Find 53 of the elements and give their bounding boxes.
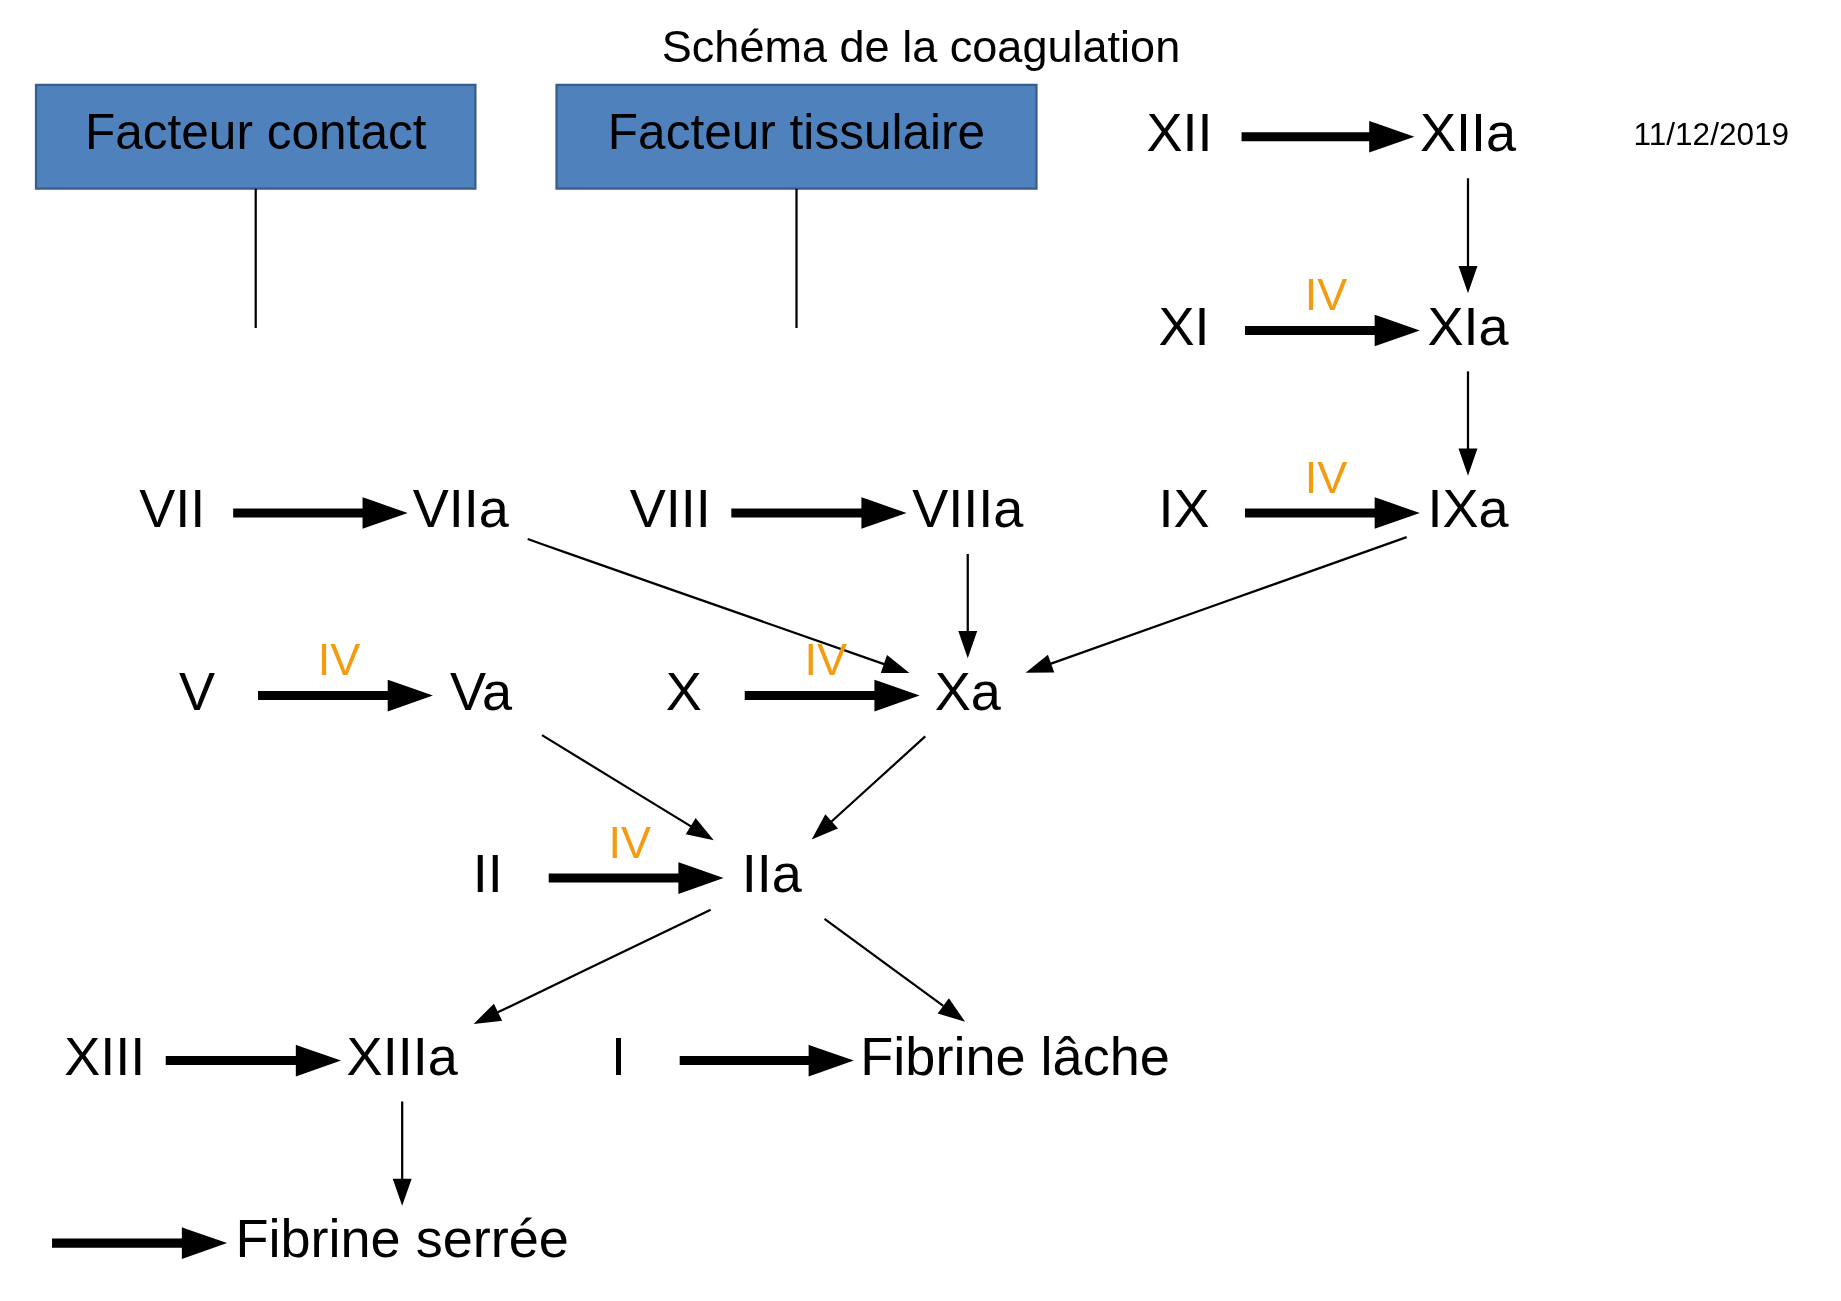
arrow xyxy=(811,735,926,840)
arrow xyxy=(679,1044,854,1077)
node-text: V xyxy=(178,660,215,721)
arrow xyxy=(957,553,977,659)
arrow xyxy=(744,679,920,712)
arrow xyxy=(1458,371,1477,476)
node-text: XIa xyxy=(1426,295,1509,356)
edge-label: IV xyxy=(607,816,651,868)
arrow xyxy=(232,497,408,529)
arrow xyxy=(257,679,433,712)
connector xyxy=(254,188,257,329)
arrow xyxy=(1241,120,1414,153)
arrow xyxy=(540,734,714,841)
node-text: XI xyxy=(1158,295,1210,356)
node-text: IIa xyxy=(741,843,802,904)
node-text: X xyxy=(665,660,702,721)
label: 11/12/2019 xyxy=(1633,116,1789,153)
node-text: Va xyxy=(449,660,512,721)
edge-label: IV xyxy=(804,634,847,686)
node-text: II xyxy=(472,843,503,904)
arrow xyxy=(165,1044,341,1077)
arrow xyxy=(730,497,907,529)
node-box: Facteur tissulaire xyxy=(554,83,1038,190)
arrow xyxy=(1244,497,1420,529)
arrow xyxy=(1244,314,1420,347)
node-text: Fibrine lâche xyxy=(859,1025,1170,1086)
arrow xyxy=(526,538,909,673)
arrow xyxy=(473,908,711,1024)
edge-label: IV xyxy=(317,634,360,686)
edge-label: IV xyxy=(1304,269,1347,321)
arrow xyxy=(51,1227,227,1259)
node-text: IX xyxy=(1158,478,1210,539)
node-text: XIIa xyxy=(1419,101,1516,162)
node-text: IXa xyxy=(1426,478,1509,539)
node-text: VIIa xyxy=(412,478,509,539)
edge-label: IV xyxy=(1304,451,1347,503)
arrow xyxy=(1025,536,1407,673)
node-text: XIIIa xyxy=(346,1025,458,1086)
node-text: XII xyxy=(1146,101,1213,162)
node-text: XIII xyxy=(63,1025,145,1086)
node-text: Xa xyxy=(934,660,1001,721)
node-text: VIII xyxy=(629,478,711,539)
arrow xyxy=(1458,178,1477,294)
node-text: VIIIa xyxy=(911,478,1023,539)
node-text: Fibrine serrée xyxy=(234,1208,569,1269)
arrow xyxy=(392,1101,412,1206)
connector xyxy=(794,188,798,329)
diagram-title: Schéma de la coagulation xyxy=(661,21,1180,73)
node-text: VII xyxy=(138,478,205,539)
node-box: Facteur contact xyxy=(34,83,477,190)
node-text: I xyxy=(610,1025,626,1086)
arrow xyxy=(823,918,965,1022)
arrow xyxy=(548,862,724,894)
